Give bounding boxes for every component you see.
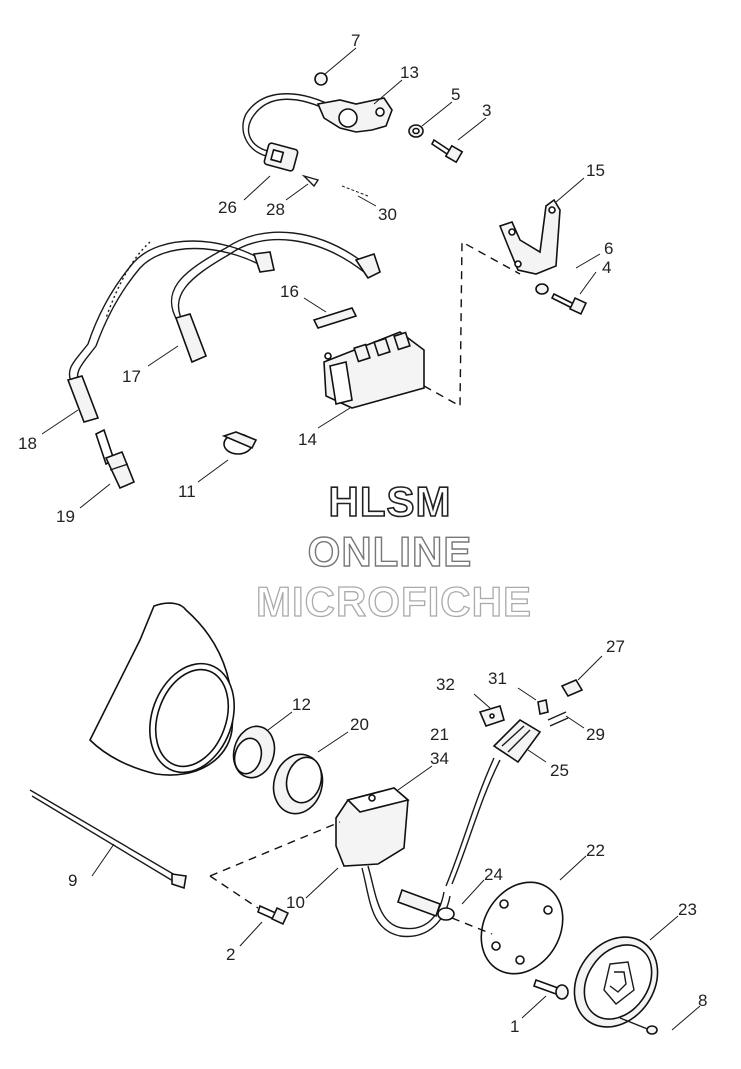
part-12-spacer <box>232 725 276 779</box>
alignment-line-sleeve <box>451 917 493 935</box>
callout-10: 10 <box>286 893 305 912</box>
alignment-line-lower-2 <box>209 875 259 909</box>
outer-cover <box>89 602 235 776</box>
part-6-washer <box>535 283 549 295</box>
watermark-line2: ONLINE <box>308 528 473 575</box>
callout-31: 31 <box>488 669 507 688</box>
callout-24: 24 <box>484 865 503 884</box>
part-28-terminal <box>301 174 320 188</box>
part-17-plug-wire <box>170 231 381 364</box>
part-25-connector <box>492 718 542 764</box>
callout-labels: 7 13 5 3 26 28 30 15 6 4 16 17 18 14 11 … <box>18 31 707 1036</box>
callout-11: 11 <box>178 482 196 501</box>
callout-20: 20 <box>350 715 369 734</box>
callout-30: 30 <box>378 205 397 224</box>
part-23-cover <box>573 936 659 1028</box>
watermark-line3: MICROFICHE <box>256 578 532 625</box>
part-18-plug-wire <box>66 240 275 423</box>
callout-18: 18 <box>18 434 37 453</box>
callout-25: 25 <box>550 761 569 780</box>
callout-14: 14 <box>298 430 317 449</box>
watermark-line1: HLSM <box>329 478 452 525</box>
callout-32: 32 <box>436 675 455 694</box>
part-13-sensor <box>242 93 393 157</box>
callout-9: 9 <box>68 871 77 890</box>
part-32-terminal <box>478 705 505 727</box>
part-5-washer <box>408 124 424 138</box>
callout-1: 1 <box>510 1017 519 1036</box>
alignment-line-coil <box>423 240 521 408</box>
part-3-bolt <box>430 138 464 164</box>
part-27-terminal <box>560 678 584 698</box>
part-7-nut <box>314 72 328 86</box>
callout-22: 22 <box>586 841 605 860</box>
part-8-pin <box>619 1017 658 1035</box>
callout-23: 23 <box>678 900 697 919</box>
callout-19: 19 <box>56 507 75 526</box>
part-30-pin <box>341 185 369 197</box>
callout-12: 12 <box>292 695 311 714</box>
part-1-screw <box>532 978 569 1000</box>
callout-27: 27 <box>606 637 625 656</box>
callout-2: 2 <box>226 945 235 964</box>
callout-7: 7 <box>351 31 360 50</box>
callout-13: 13 <box>400 63 419 82</box>
part-29-pin <box>547 711 569 727</box>
leader-lines <box>41 47 701 1031</box>
callout-29: 29 <box>586 725 605 744</box>
alignment-line-lower <box>209 821 341 877</box>
callout-21: 21 <box>430 725 449 744</box>
part-22-plate <box>480 881 564 975</box>
callout-16: 16 <box>280 282 299 301</box>
callout-34: 34 <box>430 749 449 768</box>
callout-6: 6 <box>604 239 613 258</box>
part-26-connector <box>263 142 299 172</box>
part-21-module <box>335 787 410 867</box>
part-24-sleeve <box>396 888 455 921</box>
watermark: HLSM ONLINE MICROFICHE <box>255 477 532 625</box>
part-9-cable-tie <box>29 789 187 890</box>
part-4-bolt <box>550 292 588 316</box>
part-31-pin <box>537 699 549 715</box>
part-20-rotor <box>272 753 324 815</box>
callout-28: 28 <box>266 200 285 219</box>
part-19-spark-plug <box>95 428 136 490</box>
callout-8: 8 <box>698 991 707 1010</box>
callout-26: 26 <box>218 198 237 217</box>
callout-3: 3 <box>482 101 491 120</box>
part-2-bolt <box>257 904 290 926</box>
callout-5: 5 <box>451 85 460 104</box>
part-11-clip <box>221 431 258 455</box>
part-15-bracket <box>498 198 561 275</box>
part-14-ignition-coil <box>323 331 425 409</box>
callout-15: 15 <box>586 161 605 180</box>
part-16-gasket <box>312 307 358 329</box>
callout-17: 17 <box>122 367 141 386</box>
callout-4: 4 <box>602 258 611 277</box>
